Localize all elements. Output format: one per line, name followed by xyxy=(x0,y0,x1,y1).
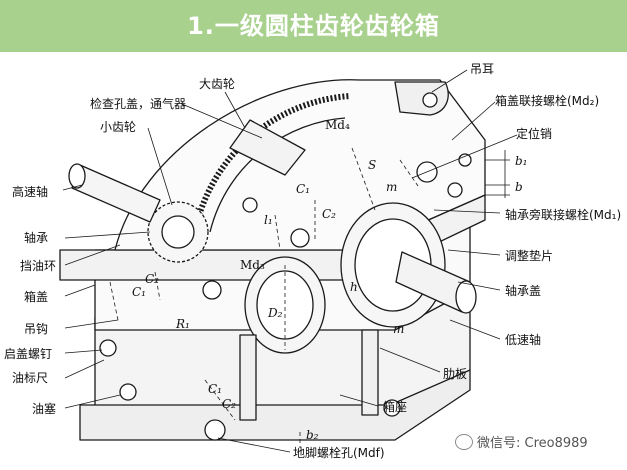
dim-c1-c: C₁ xyxy=(208,382,222,396)
dim-b2: b₂ xyxy=(306,428,319,442)
dim-c1-a: C₁ xyxy=(296,182,310,196)
label-big-gear: 大齿轮 xyxy=(199,77,236,91)
dipstick xyxy=(99,339,117,357)
rib xyxy=(361,329,379,416)
bolt-2 xyxy=(290,228,310,248)
wechat-icon xyxy=(455,433,473,450)
bolt-3 xyxy=(242,197,258,213)
dim-c1-b: C₁ xyxy=(132,285,146,299)
dim-c2-b: C₂ xyxy=(145,272,159,286)
label-cover-bolt: 箱盖联接螺栓(Md₂) xyxy=(495,94,600,108)
label-dipstick: 油标尺 xyxy=(12,371,49,385)
low-speed-shaft-end xyxy=(455,280,477,314)
drain-plug xyxy=(119,383,137,401)
small-gear-hub xyxy=(161,215,195,249)
label-oil-ring: 挡油环 xyxy=(20,259,57,273)
label-drain-plug: 油塞 xyxy=(32,402,57,416)
label-jack-screw: 启盖螺钉 xyxy=(4,347,53,361)
bolt-8 xyxy=(383,399,401,417)
watermark: 微信号: Creo8989 xyxy=(455,432,588,451)
dim-b: b xyxy=(515,180,523,194)
leader-lines xyxy=(62,69,518,453)
dim-d2: D₂ xyxy=(268,306,283,320)
label-bearing-side-bolt: 轴承旁联接螺栓(Md₁) xyxy=(505,208,622,222)
high-speed-shaft-end xyxy=(68,163,86,189)
label-box-cover: 箱盖 xyxy=(24,290,49,304)
label-lifting-lug: 吊耳 xyxy=(470,62,495,76)
dim-lines xyxy=(109,147,419,448)
label-dowel-pin: 定位销 xyxy=(516,127,553,141)
dim-b1: b₁ xyxy=(515,154,528,168)
bolt-4 xyxy=(447,182,463,198)
rib-2 xyxy=(239,334,257,421)
dim-c2-a: C₂ xyxy=(322,207,336,221)
dim-r1: R₁ xyxy=(176,317,190,331)
dim-md4: Md₄ xyxy=(325,118,350,132)
bolt-6 xyxy=(458,153,472,167)
label-rib: 肋板 xyxy=(443,367,468,381)
bolt-7 xyxy=(204,419,226,441)
dim-h: h xyxy=(350,280,358,294)
dim-md3: Md₃ xyxy=(240,258,265,272)
inspection-cover xyxy=(229,119,306,176)
dim-c2-c: C₂ xyxy=(222,397,236,411)
label-inspection-cover: 检查孔盖，通气器 xyxy=(90,97,187,111)
title-banner xyxy=(0,0,627,52)
label-small-gear: 小齿轮 xyxy=(100,120,137,134)
label-base: 箱座 xyxy=(383,400,408,414)
label-anchor-bolt-hole: 地脚螺栓孔(Mdf) xyxy=(293,446,385,460)
dim-s: S xyxy=(368,158,377,172)
watermark-text: 微信号: Creo8989 xyxy=(477,436,588,451)
b-brackets xyxy=(485,150,510,198)
bolt-1 xyxy=(202,280,222,300)
label-shim: 调整垫片 xyxy=(505,249,554,263)
label-bearing-cap: 轴承盖 xyxy=(505,284,542,298)
label-low-speed-shaft: 低速轴 xyxy=(505,333,542,347)
dim-l1: l₁ xyxy=(264,213,273,227)
label-hook: 吊钩 xyxy=(24,322,49,336)
page-title: 1.一级圆柱齿轮齿轮箱 xyxy=(187,12,440,40)
label-bearing: 轴承 xyxy=(24,231,49,245)
lifting-lug-hole xyxy=(422,92,438,108)
dim-m-bottom: m xyxy=(393,322,405,336)
label-high-speed-shaft: 高速轴 xyxy=(12,185,49,199)
dim-m-top: m xyxy=(386,180,398,194)
